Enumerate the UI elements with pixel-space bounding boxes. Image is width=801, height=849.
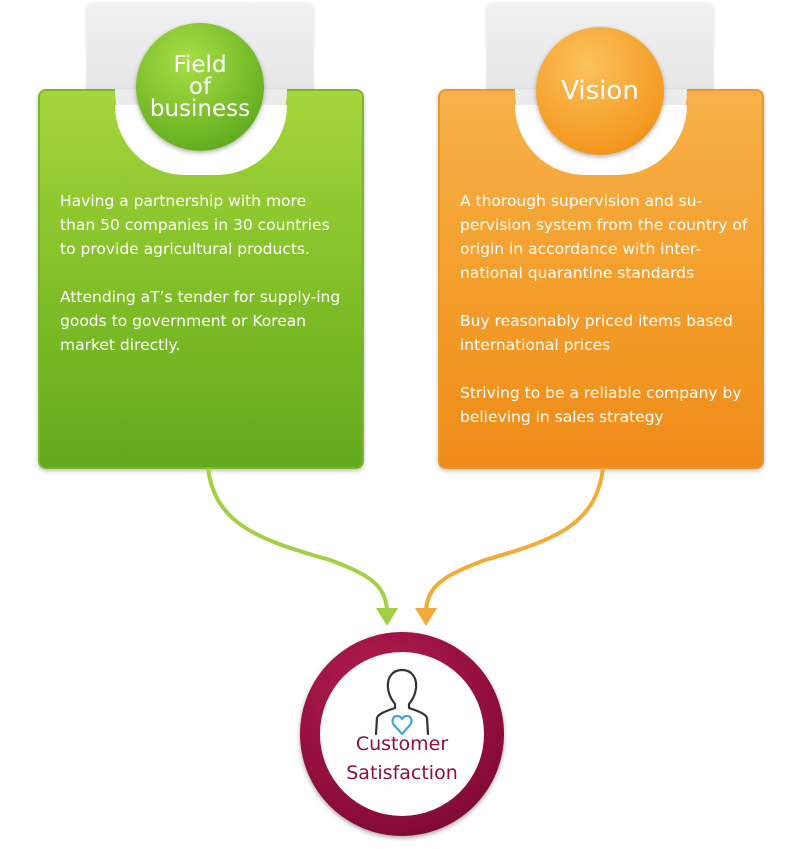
green-arrow	[206, 467, 389, 611]
orange-arrow	[424, 467, 605, 611]
person-heart-icon	[374, 668, 430, 736]
green-arrowhead	[376, 608, 398, 626]
customer-label: Customer	[355, 733, 449, 755]
vision-paragraph-2: Buy reasonably priced items based intern…	[460, 312, 733, 354]
field-of-business-circle: Field of business	[136, 23, 264, 151]
field-title-line-1: Field	[173, 52, 227, 78]
vision-paragraph-3: Striving to be a reliable company by bel…	[460, 384, 742, 426]
vision-text: A thorough supervision and su-pervision …	[460, 189, 750, 453]
satisfaction-label: Satisfaction	[346, 762, 458, 784]
field-title-line-3: business	[149, 96, 251, 122]
vision-circle: Vision	[536, 27, 664, 155]
field-title-line-2: of	[188, 74, 212, 100]
customer-satisfaction-circle: Customer Satisfaction	[300, 632, 504, 836]
vision-title: Vision	[561, 76, 639, 106]
field-paragraph-1: Having a partnership with more than 50 c…	[60, 192, 330, 258]
vision-paragraph-1: A thorough supervision and su-pervision …	[460, 192, 748, 282]
orange-arrowhead	[415, 608, 437, 626]
field-paragraph-2: Attending aT’s tender for supply-ing goo…	[60, 288, 341, 354]
customer-satisfaction-inner: Customer Satisfaction	[320, 652, 484, 816]
field-text: Having a partnership with more than 50 c…	[60, 189, 345, 381]
